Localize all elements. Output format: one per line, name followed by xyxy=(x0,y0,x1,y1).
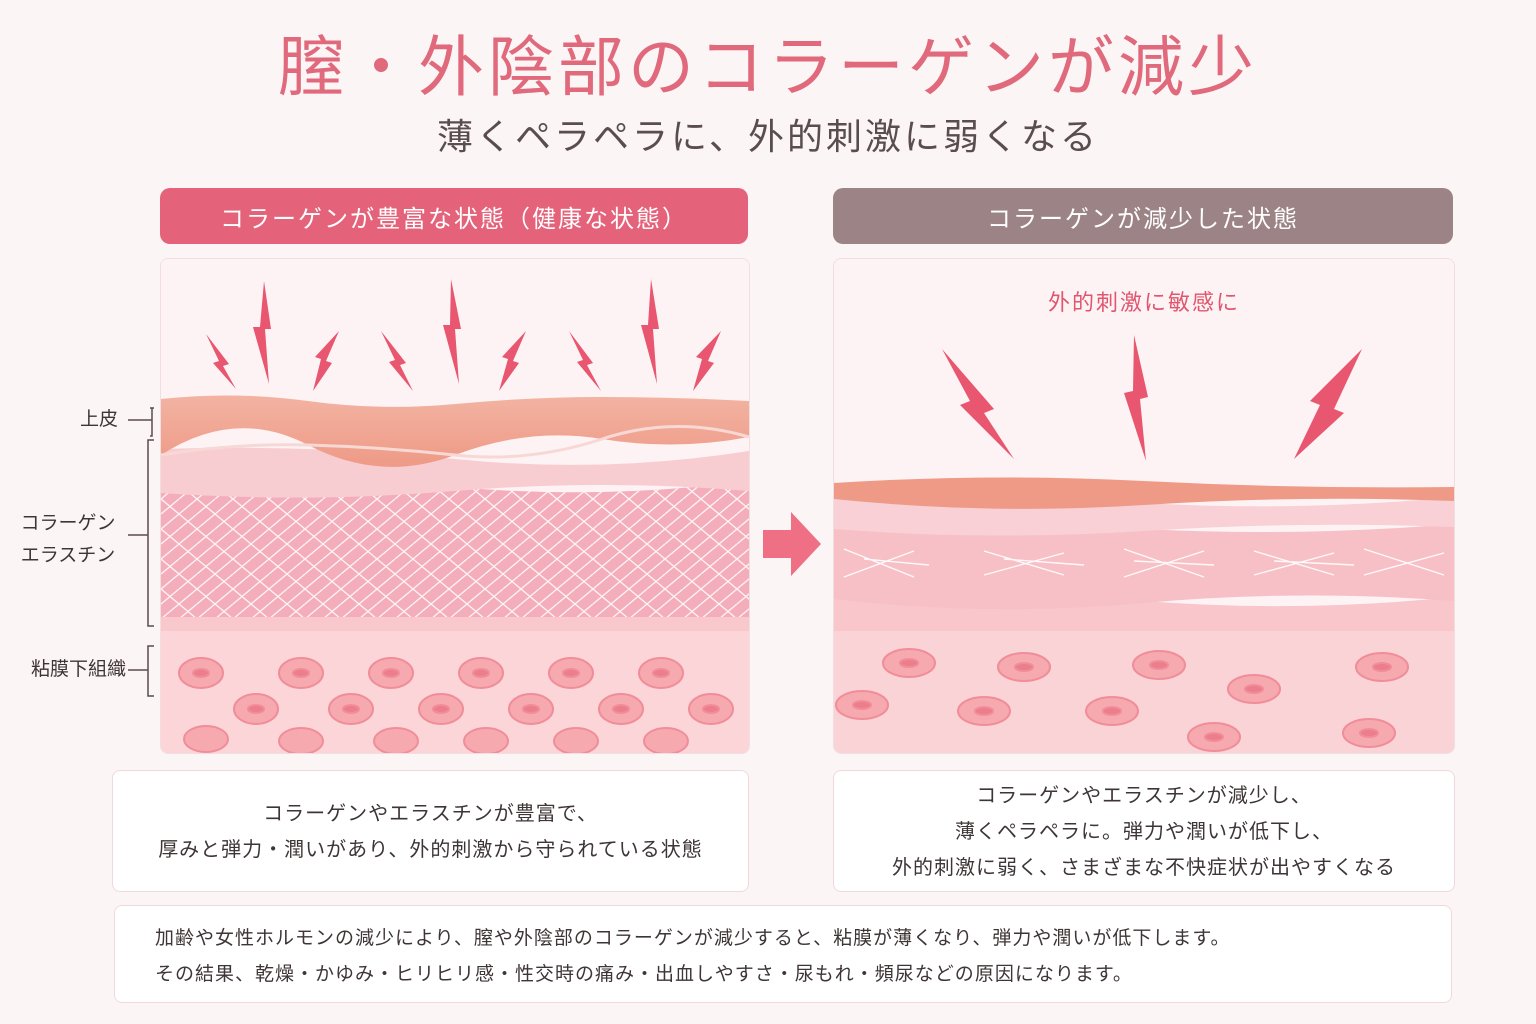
reduced-skin-diagram: 外的刺激に敏感に xyxy=(833,258,1455,754)
layer-brackets xyxy=(128,407,154,697)
lightning-bolt-icon xyxy=(206,279,721,391)
collagen-bracket xyxy=(128,439,154,627)
healthy-caption-line: 厚みと弾力・潤いがあり、外的刺激から守られている状態 xyxy=(158,837,703,861)
reduced-caption-line: 外的刺激に弱く、さまざまな不快症状が出やすくなる xyxy=(892,855,1396,879)
submucosa-bracket xyxy=(128,645,154,697)
reduced-caption-line: コラーゲンやエラスチンが減少し、 xyxy=(976,783,1312,807)
page-title: 膣・外陰部のコラーゲンが減少 xyxy=(278,29,1258,106)
epidermis-label: 上皮 xyxy=(79,408,118,430)
epidermis-bracket xyxy=(128,407,154,437)
note-line: 加齢や女性ホルモンの減少により、膣や外陰部のコラーゲンが減少すると、粘膜が薄くな… xyxy=(155,927,1231,949)
reduced-caption-line: 薄くペラペラに。弾力や潤いが低下し、 xyxy=(955,819,1333,843)
epidermis-layer xyxy=(161,395,749,467)
page-subtitle: 薄くペラペラに、外的刺激に弱くなる xyxy=(437,117,1099,158)
summary-note: 加齢や女性ホルモンの減少により、膣や外陰部のコラーゲンが減少すると、粘膜が薄くな… xyxy=(114,905,1452,1003)
collagen-layer-thin xyxy=(834,524,1454,610)
epidermis-layer-thin xyxy=(834,477,1454,509)
lightning-bolt-icon xyxy=(942,335,1362,461)
reduced-caption: コラーゲンやエラスチンが減少し、 薄くペラペラに。弾力や潤いが低下し、 外的刺激… xyxy=(833,770,1455,892)
note-line: その結果、乾燥・かゆみ・ヒリヒリ感・性交時の痛み・出血しやすさ・尿もれ・頻尿など… xyxy=(155,963,1133,985)
healthy-state-header: コラーゲンが豊富な状態（健康な状態） xyxy=(160,188,748,244)
reduced-state-header: コラーゲンが減少した状態 xyxy=(833,188,1453,244)
sensitivity-alert: 外的刺激に敏感に xyxy=(1047,291,1240,316)
healthy-caption: コラーゲンやエラスチンが豊富で、 厚みと弾力・潤いがあり、外的刺激から守られてい… xyxy=(112,770,749,892)
arrow-right-icon xyxy=(763,512,821,576)
collagen-label-line1: コラーゲン xyxy=(20,512,116,534)
collagen-label: コラーゲン エラスチン xyxy=(14,507,122,571)
healthy-skin-diagram xyxy=(160,258,750,754)
submucosa-label: 粘膜下組織 xyxy=(30,658,126,680)
collagen-label-line2: エラスチン xyxy=(20,544,116,566)
healthy-caption-line: コラーゲンやエラスチンが豊富で、 xyxy=(263,801,598,825)
